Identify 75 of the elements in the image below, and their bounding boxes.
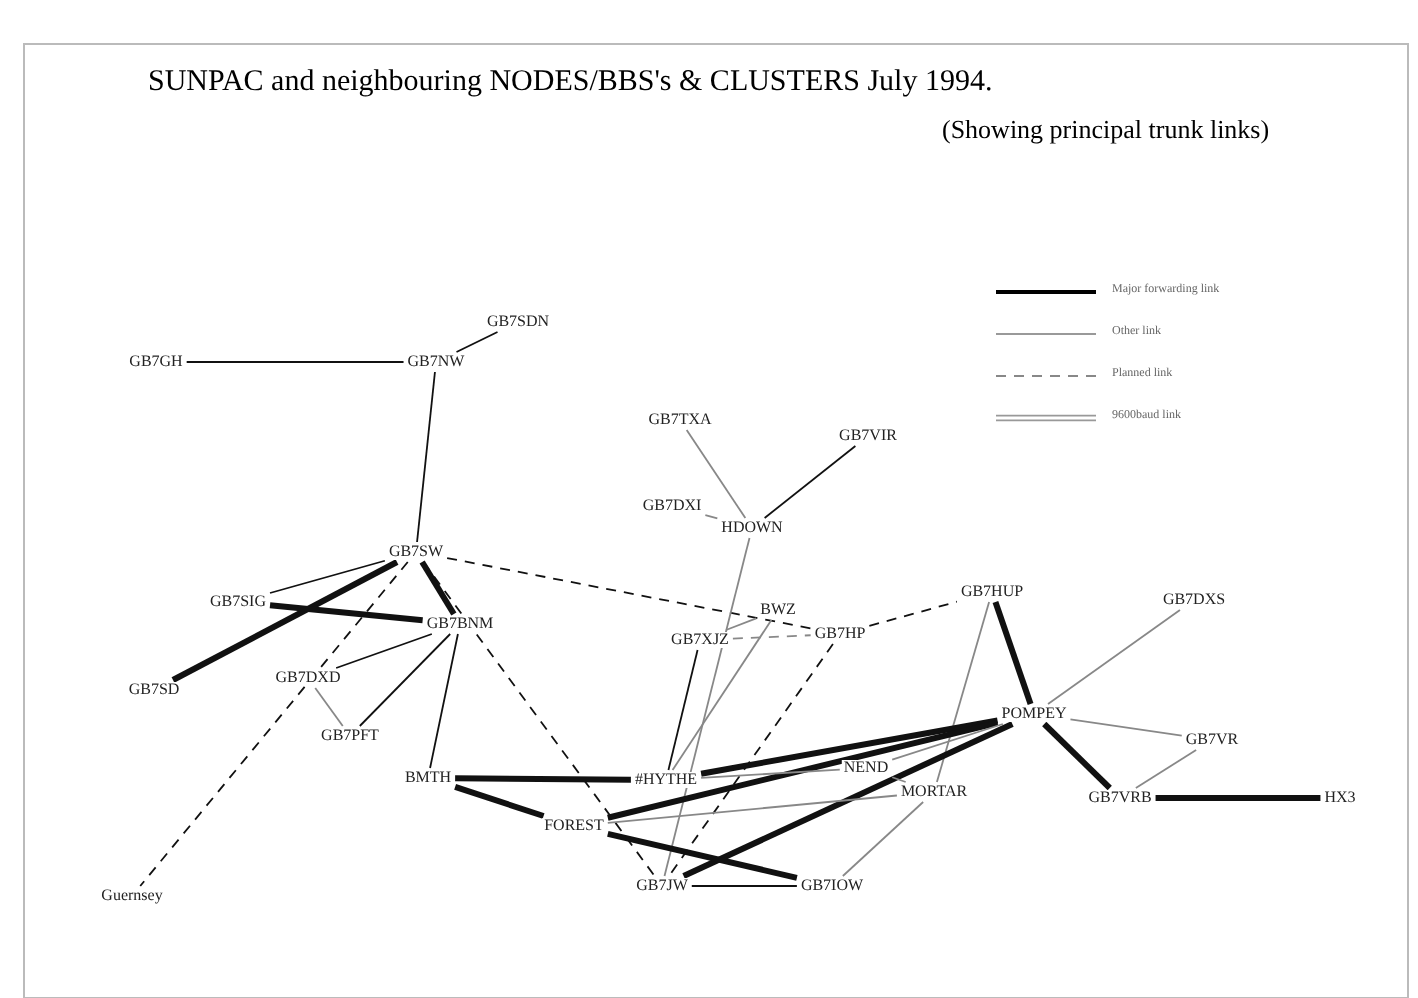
station-label: HDOWN — [719, 520, 785, 536]
station-label: GB7DXS — [1160, 592, 1228, 608]
station-label: HX3 — [1322, 790, 1358, 806]
major-link-line — [419, 560, 457, 616]
station-label: GB7VRB — [1086, 790, 1154, 806]
major-link-line — [992, 601, 1034, 705]
major-link-line — [269, 602, 423, 624]
major-link-line — [607, 719, 999, 821]
major-link-line — [171, 559, 399, 683]
link-line — [700, 768, 841, 779]
station-label: GB7JW — [634, 878, 690, 894]
station-label: GB7DXD — [273, 670, 343, 686]
station-label: GB7SW — [386, 544, 446, 560]
station-label: #HYTHE — [632, 772, 700, 788]
major-link-line — [454, 784, 545, 819]
station-label: GB7SIG — [208, 594, 268, 610]
station-label: GB7NW — [405, 354, 467, 370]
link-line — [671, 619, 773, 771]
link-line — [269, 559, 386, 594]
station-label: GB7DXI — [640, 498, 704, 514]
link-line — [314, 687, 344, 727]
link-line — [358, 633, 452, 727]
planned-link-line — [732, 634, 812, 640]
link-line — [667, 649, 699, 771]
station-label: GB7TXA — [646, 412, 714, 428]
station-label: GB7SDN — [484, 314, 552, 330]
station-label: GB7SD — [126, 682, 182, 698]
link-line — [335, 633, 433, 669]
diagram-title: SUNPAC and neighbouring NODES/BBS's & CLUSTERS July 1994. — [148, 66, 993, 100]
station-label: NEND — [841, 760, 891, 776]
link-line — [704, 514, 719, 520]
link-line — [663, 537, 751, 877]
station-label: GB7HP — [812, 626, 868, 642]
link-line — [936, 601, 990, 783]
station-label: GB7GH — [127, 354, 185, 370]
major-link-line — [1155, 795, 1321, 801]
link-line — [891, 776, 907, 783]
planned-link-line — [446, 557, 812, 630]
link-line — [185, 361, 405, 363]
subtitle: (Showing principal trunk links) — [942, 114, 1270, 146]
station-label: GB7VR — [1183, 732, 1241, 748]
station-label: GB7VIR — [837, 428, 899, 444]
major-link-line — [455, 775, 631, 783]
major-link-line — [700, 717, 999, 777]
link-line — [429, 633, 459, 769]
planned-link-line — [139, 561, 409, 887]
major-link-line — [1042, 721, 1112, 791]
station-label: GB7PFT — [319, 728, 381, 744]
station-label: Guernsey — [99, 888, 165, 904]
station-label: GB7HUP — [958, 584, 1026, 600]
station-label: GB7BNM — [424, 616, 496, 632]
station-label: GB7IOW — [798, 878, 866, 894]
station-label: POMPEY — [999, 706, 1069, 722]
station-label: FOREST — [542, 818, 606, 834]
station-label: BWZ — [758, 602, 798, 618]
station-label: MORTAR — [898, 784, 970, 800]
link-line — [416, 371, 436, 543]
major-link-line — [607, 830, 798, 881]
planned-link-line — [668, 643, 834, 877]
station-label: BMTH — [402, 770, 454, 786]
station-label: GB7XJZ — [669, 632, 731, 648]
link-line — [763, 445, 857, 519]
link-line — [685, 429, 747, 519]
link-line — [1134, 749, 1198, 789]
major-link-line — [682, 721, 1014, 879]
link-line — [841, 801, 925, 877]
planned-link-line — [422, 561, 656, 877]
link-line — [690, 885, 798, 887]
link-line — [455, 331, 499, 353]
link-line — [725, 617, 758, 631]
link-line — [1047, 609, 1181, 705]
link-line — [606, 794, 898, 824]
link-line — [1069, 718, 1183, 737]
link-line — [891, 723, 1004, 761]
planned-link-line — [868, 600, 958, 627]
